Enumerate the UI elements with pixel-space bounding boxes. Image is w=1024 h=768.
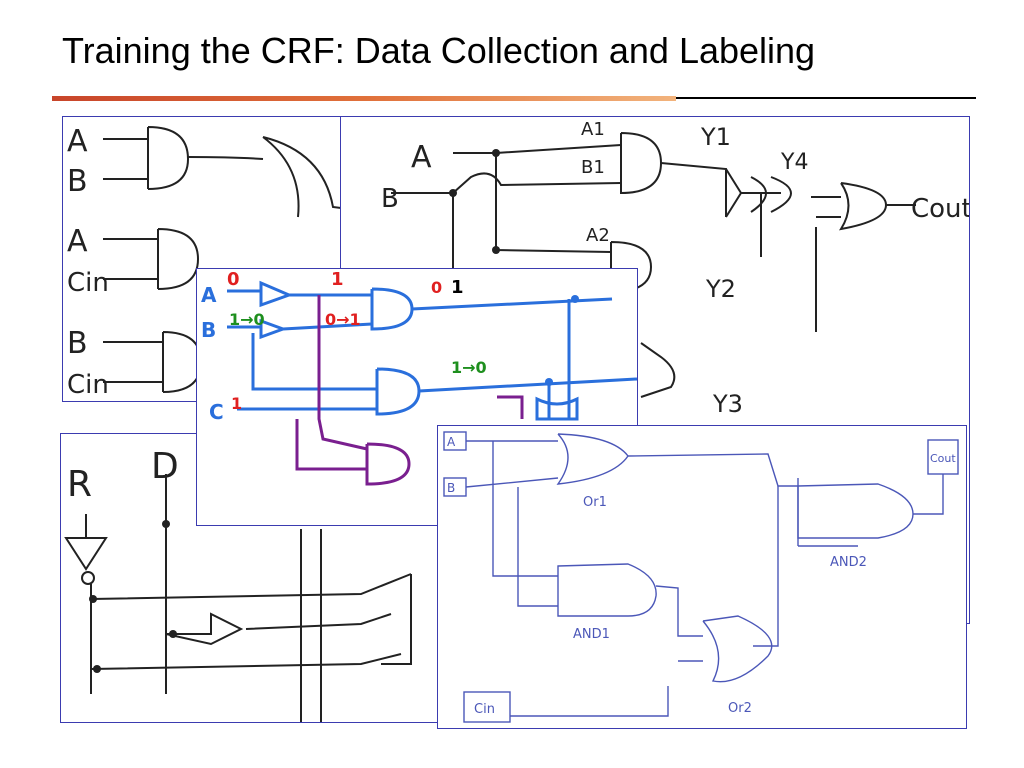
annotation-c-value: 1 <box>231 394 242 413</box>
label-b1: B1 <box>581 157 605 178</box>
label-a-2: A <box>67 224 88 259</box>
annotation-out-top: 0 <box>431 278 442 297</box>
label-y1: Y1 <box>700 123 731 151</box>
schematic-label-or1: Or1 <box>583 495 607 510</box>
schematic-label-cout: Cout <box>930 452 956 465</box>
label-b-2: B <box>67 326 88 361</box>
labeled-sketch-drawing: A B C 0 1 0 1 1→0 0→1 1 1→0 <box>201 269 637 486</box>
schematic-label-cin: Cin <box>474 702 495 717</box>
annotation-b-change: 1→0 <box>229 310 265 329</box>
label-b-3: B <box>381 184 399 214</box>
label-r: R <box>67 464 92 505</box>
schematic-label-a: A <box>447 435 456 449</box>
sketch-panel-labeled: A B C 0 1 0 1 1→0 0→1 1 1→0 <box>196 268 638 526</box>
label-a2: A2 <box>586 225 610 246</box>
label-d: D <box>151 446 179 487</box>
label-y3: Y3 <box>712 390 743 418</box>
input-label-c: C <box>209 400 224 424</box>
input-label-a: A <box>201 283 217 307</box>
full-adder-sketch-drawing: A B A1 B1 A2 Y1 Y4 Y2 Y3 Cout <box>381 119 969 418</box>
label-b-1: B <box>67 164 88 199</box>
latch-sketch-drawing: R D <box>64 446 412 722</box>
label-a1: A1 <box>581 119 605 140</box>
schematic-label-and1: AND1 <box>573 627 610 642</box>
schematic-label-or2: Or2 <box>728 701 752 716</box>
annotation-a-value: 0 <box>227 269 240 290</box>
label-y2: Y2 <box>705 275 736 303</box>
slide-title: Training the CRF: Data Collection and La… <box>62 30 816 71</box>
label-a-1: A <box>67 124 88 159</box>
title-underline-accent <box>52 96 676 101</box>
label-a-3: A <box>411 140 432 175</box>
label-cin-2: Cin <box>67 370 109 400</box>
label-cout-1: Cout <box>911 194 969 224</box>
label-cin-1: Cin <box>67 268 109 298</box>
annotation-low-change: 1→0 <box>451 358 487 377</box>
title-underline-rule <box>676 97 976 99</box>
annotation-mid-change: 0→1 <box>325 310 361 329</box>
schematic-drawing: A B Cout Cin Or1 AND1 AND2 Or2 <box>443 431 959 723</box>
schematic-label-and2: AND2 <box>830 555 867 570</box>
annotation-out-top-to: 1 <box>451 277 464 298</box>
annotation-top-mid: 1 <box>331 269 344 290</box>
schematic-label-b: B <box>447 481 455 495</box>
sketch-panel-schematic: A B Cout Cin Or1 AND1 AND2 Or2 <box>437 425 967 729</box>
input-label-b: B <box>201 318 216 342</box>
gate-sketch-drawing: A B A Cin B Cin <box>67 124 349 400</box>
label-y4: Y4 <box>780 150 808 175</box>
